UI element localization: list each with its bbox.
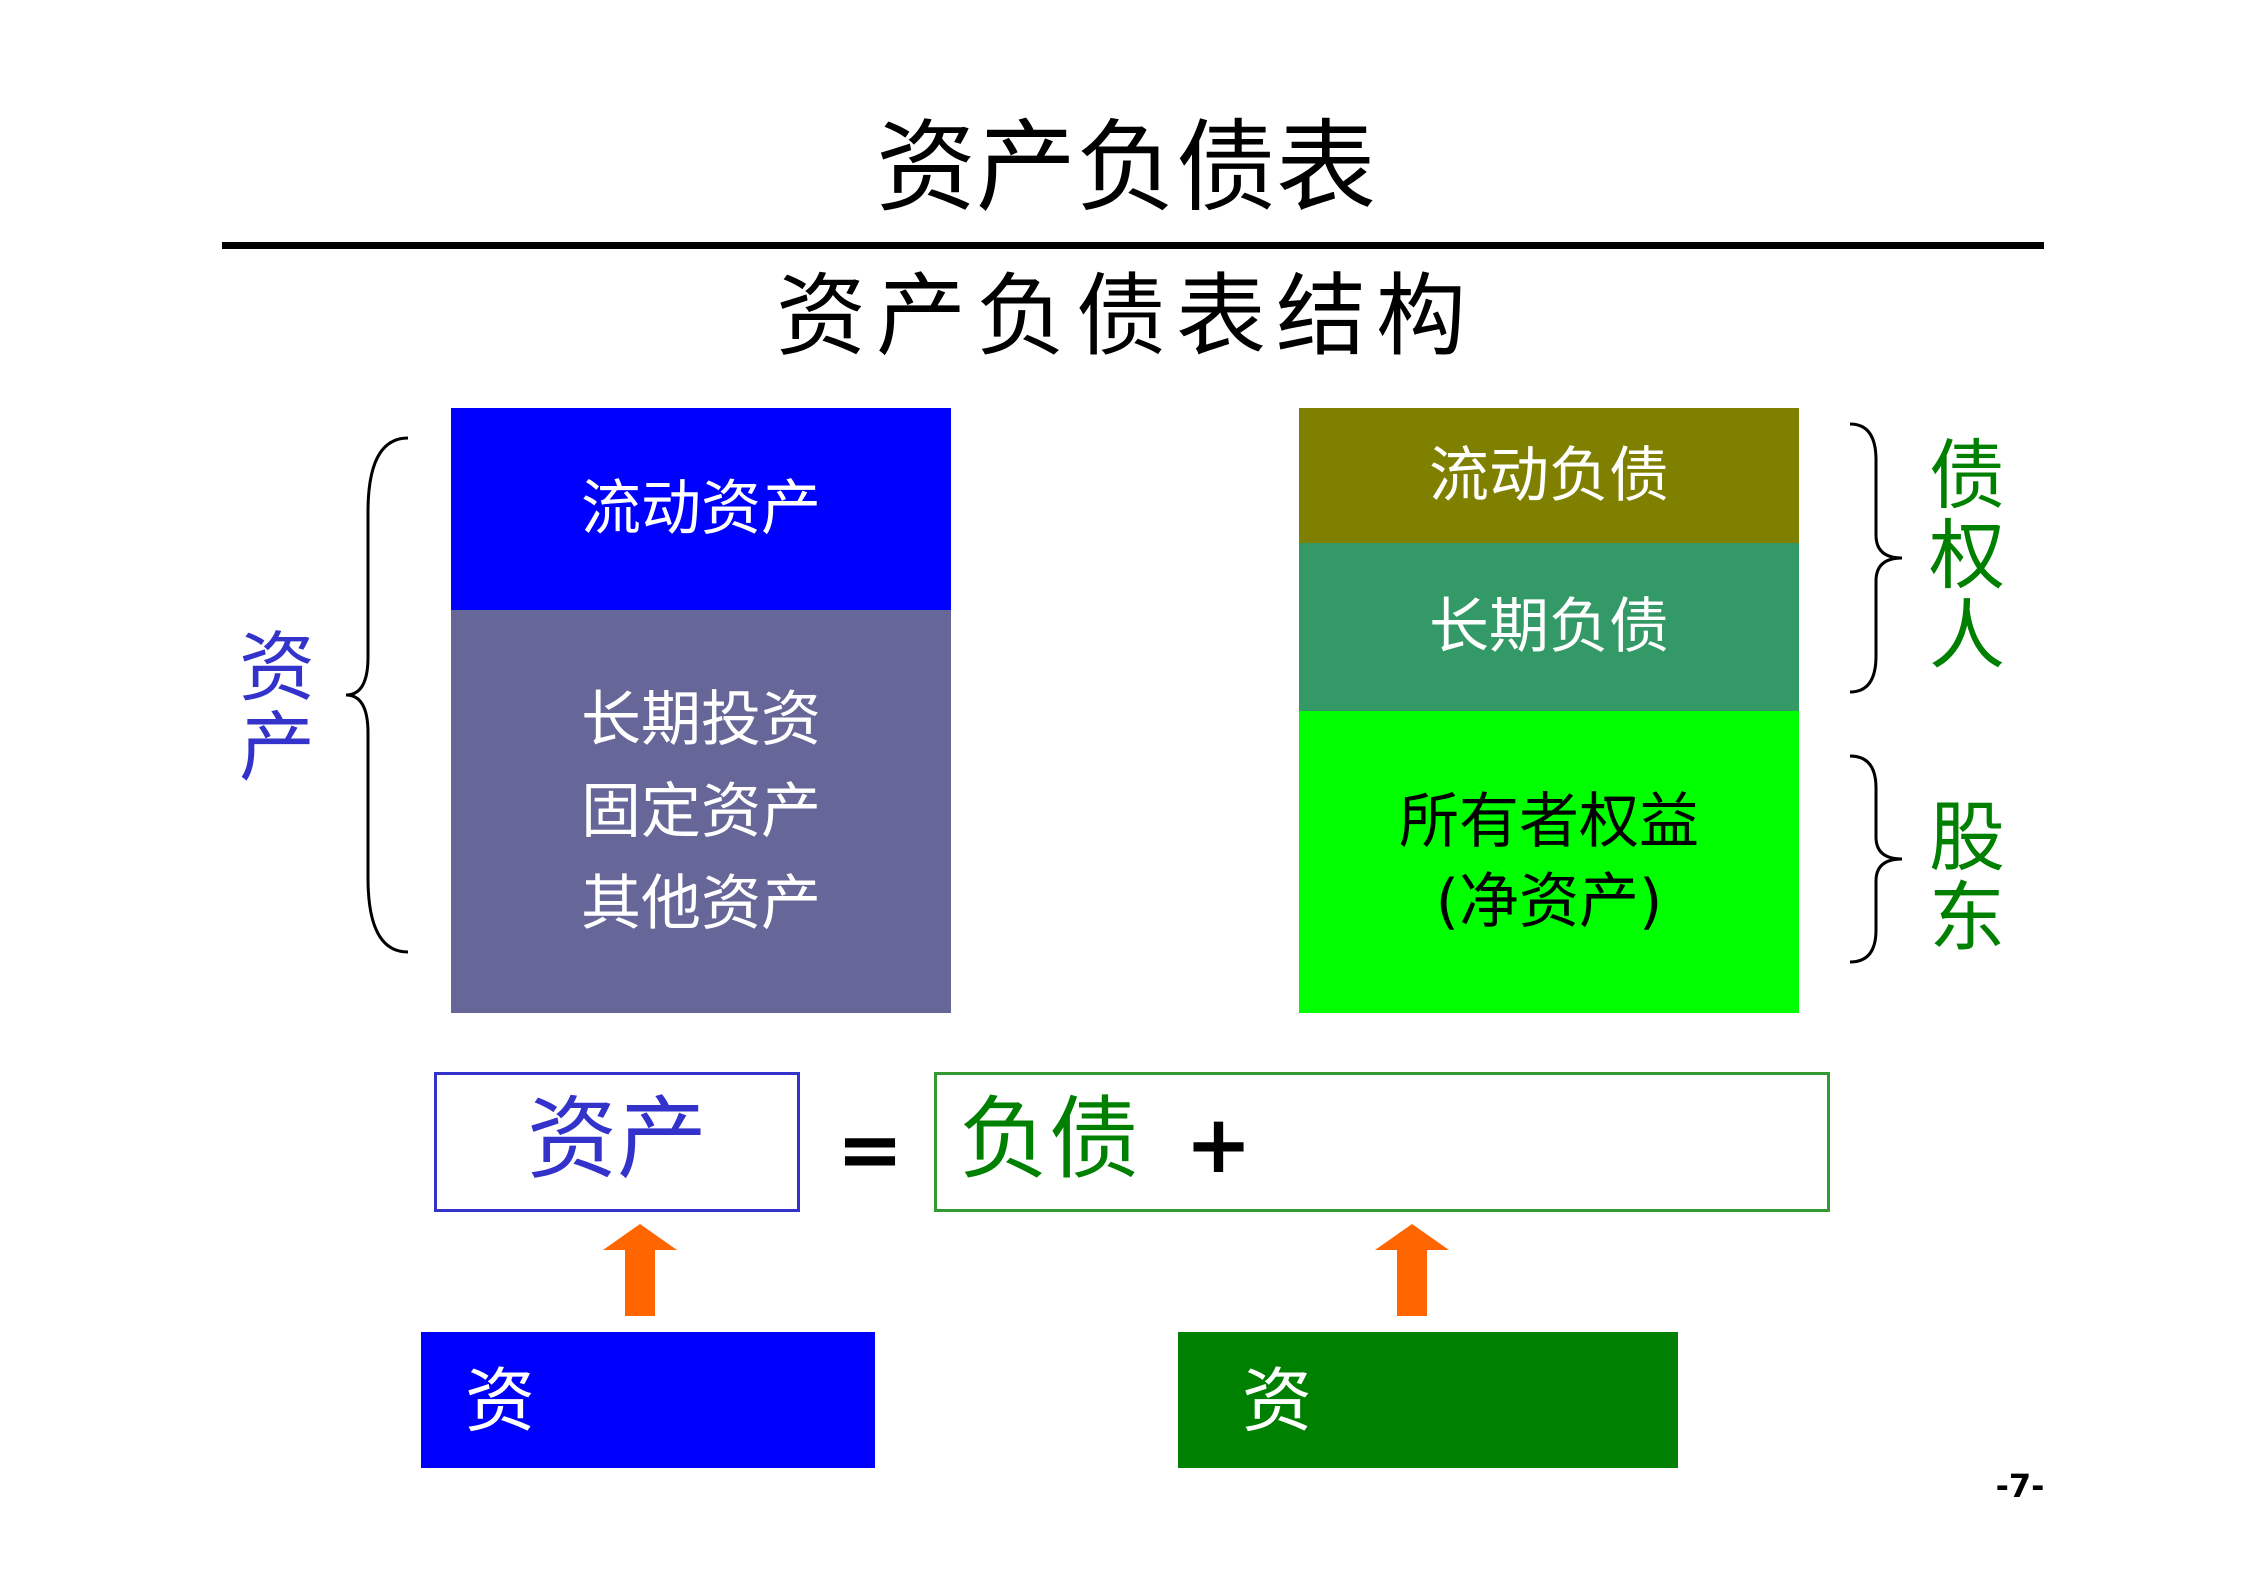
bottom-left-box: 资 — [421, 1332, 875, 1468]
creditors-label: 债 权 人 — [1922, 436, 2012, 676]
long-term-investment-label: 长期投资 — [581, 684, 821, 755]
noncurrent-assets-block: 长期投资 固定资产 其他资产 — [451, 610, 951, 1013]
page-title: 资产负债表 — [876, 109, 1376, 226]
shareholders-brace — [1849, 754, 1903, 964]
equation-assets-box: 资产 — [434, 1072, 800, 1212]
equation-liabilities-text: 负债 — [959, 1087, 1139, 1192]
arrow-up-icon — [603, 1224, 677, 1316]
long-term-liabilities-block: 长期负债 — [1299, 543, 1799, 711]
current-assets-label: 流动资产 — [581, 474, 821, 544]
creditors-label-char: 债 — [1929, 431, 2005, 520]
bottom-right-text: 资 — [1242, 1360, 1312, 1442]
net-assets-label: (净资产) — [1435, 867, 1663, 937]
shareholders-label: 股 东 — [1922, 798, 2012, 958]
equation-liabilities-box: 负债 + — [934, 1072, 1830, 1212]
equation-assets-text: 资产 — [527, 1087, 707, 1192]
assets-brace — [345, 436, 409, 954]
arrow-up-icon — [1375, 1224, 1449, 1316]
current-liabilities-block: 流动负债 — [1299, 408, 1799, 543]
page-number: -7- — [1995, 1467, 2045, 1505]
other-assets-label: 其他资产 — [581, 868, 821, 939]
owners-equity-block: 所有者权益 (净资产) — [1299, 711, 1799, 1013]
page-subtitle: 资产负债表结构 — [776, 264, 1476, 369]
current-liabilities-label: 流动负债 — [1429, 440, 1669, 511]
current-assets-block: 流动资产 — [451, 408, 951, 610]
assets-label-char: 产 — [239, 703, 315, 792]
title-divider — [222, 242, 2044, 249]
equals-sign: = — [836, 1103, 904, 1196]
assets-label-char: 资 — [239, 623, 315, 712]
creditors-label-char: 权 — [1929, 511, 2005, 600]
plus-sign: + — [1185, 1098, 1253, 1191]
creditors-label-char: 人 — [1929, 591, 2005, 680]
owners-equity-label: 所有者权益 — [1399, 787, 1699, 857]
long-term-liabilities-label: 长期负债 — [1429, 592, 1669, 662]
assets-label: 资 产 — [232, 628, 322, 788]
creditors-brace — [1849, 422, 1903, 694]
bottom-right-box: 资 — [1178, 1332, 1678, 1468]
shareholders-label-char: 股 — [1929, 793, 2005, 882]
shareholders-label-char: 东 — [1929, 873, 2005, 962]
bottom-left-text: 资 — [465, 1360, 535, 1442]
fixed-assets-label: 固定资产 — [581, 776, 821, 847]
